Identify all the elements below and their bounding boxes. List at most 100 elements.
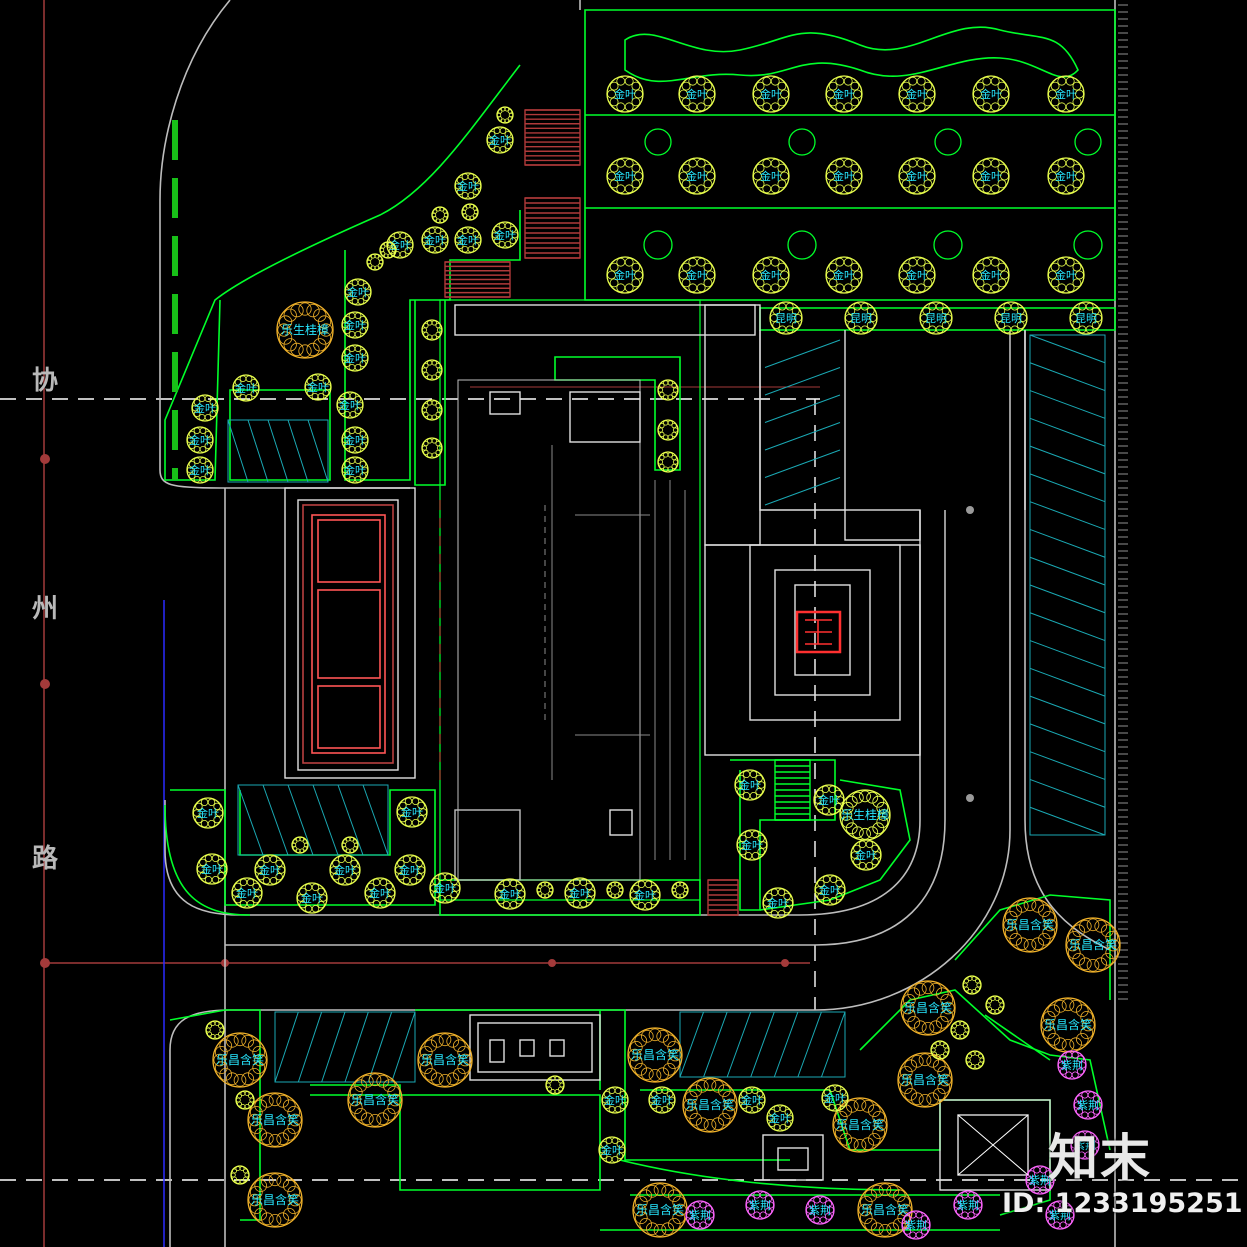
- tree: 金叶: [606, 256, 644, 294]
- tree: 乐昌含笑: [247, 1172, 303, 1228]
- svg-text:金叶: 金叶: [1055, 268, 1077, 282]
- svg-text:金叶: 金叶: [235, 381, 257, 395]
- svg-text:金叶: 金叶: [760, 268, 782, 282]
- svg-text:金叶: 金叶: [301, 891, 323, 905]
- tree: [379, 241, 397, 259]
- tree: 昆明: [994, 301, 1028, 335]
- tree: 乐生桂樟: [839, 789, 891, 841]
- tree: 金叶: [429, 872, 461, 904]
- tree: 金叶: [494, 878, 526, 910]
- svg-text:金叶: 金叶: [833, 87, 855, 101]
- svg-text:紫荆: 紫荆: [809, 1204, 831, 1217]
- svg-text:乐昌含笑: 乐昌含笑: [861, 1202, 909, 1217]
- tree: 昆明: [1069, 301, 1103, 335]
- svg-text:金叶: 金叶: [769, 1111, 791, 1125]
- svg-text:金叶: 金叶: [201, 862, 223, 876]
- tree: 昆明: [844, 301, 878, 335]
- svg-text:乐生桂樟: 乐生桂樟: [281, 322, 329, 337]
- tree: 金叶: [329, 854, 361, 886]
- svg-text:金叶: 金叶: [236, 886, 258, 900]
- svg-text:昆明: 昆明: [925, 312, 947, 325]
- svg-text:金叶: 金叶: [634, 888, 656, 902]
- svg-text:金叶: 金叶: [344, 351, 366, 365]
- trees: 金叶金叶金叶金叶金叶金叶金叶金叶金叶金叶金叶金叶金叶金叶金叶金叶金叶金叶金叶金叶…: [186, 75, 1121, 1240]
- svg-text:紫荆: 紫荆: [1061, 1059, 1083, 1072]
- svg-text:金叶: 金叶: [434, 881, 456, 895]
- tree: 金叶: [454, 172, 482, 200]
- tree: [606, 881, 624, 899]
- svg-text:金叶: 金叶: [347, 285, 369, 299]
- svg-text:金叶: 金叶: [614, 268, 636, 282]
- tree: 紫荆: [685, 1200, 715, 1230]
- tree: 乐昌含笑: [212, 1032, 268, 1088]
- svg-text:乐昌含笑: 乐昌含笑: [1044, 1017, 1092, 1032]
- svg-text:紫荆: 紫荆: [1029, 1174, 1051, 1187]
- tree: [205, 1020, 225, 1040]
- svg-text:金叶: 金叶: [906, 268, 928, 282]
- svg-text:金叶: 金叶: [686, 268, 708, 282]
- svg-text:紫荆: 紫荆: [905, 1219, 927, 1232]
- tree: 金叶: [752, 256, 790, 294]
- svg-text:乐昌含笑: 乐昌含笑: [631, 1047, 679, 1062]
- svg-text:昆明: 昆明: [1000, 312, 1022, 325]
- svg-text:金叶: 金叶: [824, 1091, 846, 1105]
- svg-text:金叶: 金叶: [739, 778, 761, 792]
- tree: [421, 437, 443, 459]
- tree: 金叶: [762, 887, 794, 919]
- svg-text:乐昌含笑: 乐昌含笑: [216, 1052, 264, 1067]
- tree: 金叶: [898, 75, 936, 113]
- road-name-char-2: 州: [31, 594, 58, 624]
- tree: 金叶: [821, 1084, 849, 1112]
- tree: 紫荆: [1070, 1130, 1100, 1160]
- svg-text:金叶: 金叶: [344, 463, 366, 477]
- building-outlines: [284, 304, 1051, 1191]
- tree: 紫荆: [901, 1210, 931, 1240]
- tree: 金叶: [678, 256, 716, 294]
- tree: 紫荆: [953, 1190, 983, 1220]
- tree: 金叶: [341, 344, 369, 372]
- tree: 金叶: [606, 157, 644, 195]
- tree: [496, 106, 514, 124]
- svg-text:金叶: 金叶: [344, 433, 366, 447]
- tree: 金叶: [394, 854, 426, 886]
- tree: 金叶: [678, 75, 716, 113]
- svg-text:金叶: 金叶: [369, 886, 391, 900]
- svg-text:金叶: 金叶: [760, 87, 782, 101]
- steps: [444, 109, 811, 916]
- svg-text:金叶: 金叶: [855, 848, 877, 862]
- svg-text:金叶: 金叶: [259, 863, 281, 877]
- svg-text:金叶: 金叶: [1055, 87, 1077, 101]
- tree: 金叶: [344, 278, 372, 306]
- tree: 金叶: [738, 1086, 766, 1114]
- tree: 紫荆: [805, 1195, 835, 1225]
- svg-text:乐昌含笑: 乐昌含笑: [1006, 917, 1054, 932]
- svg-text:金叶: 金叶: [833, 169, 855, 183]
- tree: 乐生桂樟: [276, 301, 334, 359]
- svg-text:金叶: 金叶: [818, 793, 840, 807]
- tree: [291, 836, 309, 854]
- svg-text:金叶: 金叶: [457, 233, 479, 247]
- tree: 金叶: [232, 374, 260, 402]
- tree: 金叶: [231, 877, 263, 909]
- tree: 金叶: [825, 75, 863, 113]
- svg-text:金叶: 金叶: [499, 887, 521, 901]
- svg-text:金叶: 金叶: [601, 1143, 623, 1157]
- tree: 金叶: [186, 426, 214, 454]
- tree: 金叶: [766, 1104, 794, 1132]
- tree: [657, 379, 679, 401]
- tree: [421, 319, 443, 341]
- tree: 紫荆: [745, 1190, 775, 1220]
- svg-text:乐昌含笑: 乐昌含笑: [686, 1097, 734, 1112]
- svg-text:乐昌含笑: 乐昌含笑: [836, 1117, 884, 1132]
- svg-text:金叶: 金叶: [339, 398, 361, 412]
- tree: 金叶: [813, 784, 845, 816]
- tree: 金叶: [1047, 256, 1085, 294]
- tree: [657, 451, 679, 473]
- tree: 金叶: [648, 1086, 676, 1114]
- svg-text:金叶: 金叶: [686, 87, 708, 101]
- tree: [421, 359, 443, 381]
- svg-text:金叶: 金叶: [980, 169, 1002, 183]
- tree: 金叶: [296, 882, 328, 914]
- svg-text:金叶: 金叶: [569, 886, 591, 900]
